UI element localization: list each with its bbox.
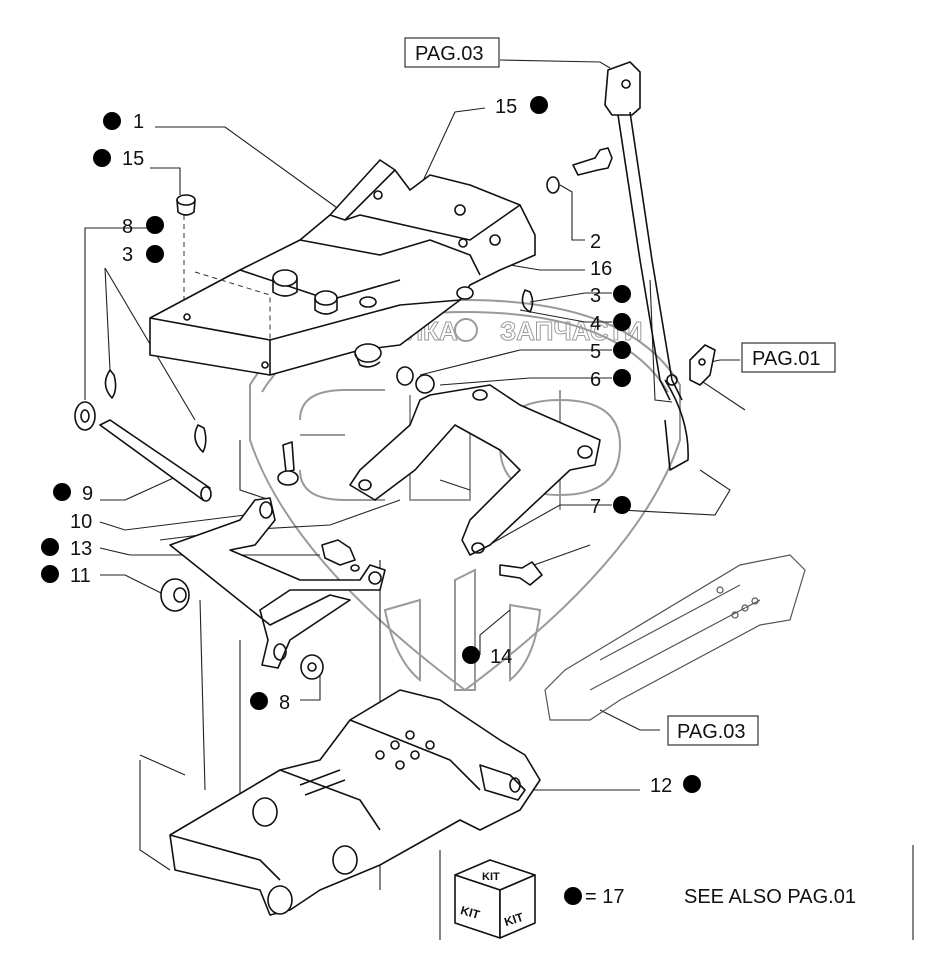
housing-bracket: [149, 159, 536, 376]
lever-pag01: [689, 344, 716, 386]
label-8-top: 8: [122, 216, 133, 238]
dot-6: [613, 369, 631, 387]
frame-12: [169, 689, 541, 916]
dot-7: [613, 496, 631, 514]
dot-8-top: [146, 216, 164, 234]
ref-top[interactable]: PAG.03: [404, 37, 500, 68]
ref-right-label: PAG.01: [752, 348, 821, 370]
leader-lines: [84, 59, 746, 890]
kit-right-label: KIT: [502, 910, 525, 929]
bolt-mid: [277, 441, 299, 486]
label-13: 13: [70, 538, 92, 560]
label-4: 4: [590, 313, 601, 335]
label-15-left: 15: [122, 148, 144, 170]
bolt-14: [499, 561, 543, 586]
label-3-right: 3: [590, 285, 601, 307]
clip-mid: [194, 424, 207, 453]
dot-5: [613, 341, 631, 359]
ref-bottom-label: PAG.03: [677, 721, 746, 743]
dot-3-right: [613, 285, 631, 303]
legend-dot: [564, 887, 582, 905]
label-7: 7: [590, 496, 601, 518]
callouts: 1 15 15 8 3 2 16 3 4 5 6 9 10 13 11 7 14…: [41, 96, 701, 797]
kit-left-label: KIT: [459, 903, 482, 922]
washers-4-5: [396, 366, 435, 394]
legend: KIT KIT KIT = 17 SEE ALSO PAG.01: [439, 845, 914, 940]
label-1: 1: [133, 111, 144, 133]
dot-4: [613, 313, 631, 331]
label-15-right: 15: [495, 96, 517, 118]
washer-8: [300, 654, 324, 680]
dot-8-bottom: [250, 692, 268, 710]
see-also-text: SEE ALSO PAG.01: [684, 886, 856, 908]
dot-11: [41, 565, 59, 583]
bolt-2: [546, 147, 613, 194]
bushing-11: [160, 578, 190, 612]
bolt-13: [321, 539, 360, 572]
dot-1: [103, 112, 121, 130]
ref-top-label: PAG.03: [415, 43, 484, 65]
kit-top-label: KIT: [482, 871, 500, 883]
clip-right: [521, 289, 534, 313]
dot-13: [41, 538, 59, 556]
dot-9: [53, 483, 71, 501]
label-6: 6: [590, 369, 601, 391]
gas-spring: [604, 61, 689, 471]
drawbar-ghost: [544, 554, 806, 721]
label-3-top: 3: [122, 244, 133, 266]
dot-14: [462, 646, 480, 664]
legend-equals-17: = 17: [585, 886, 624, 908]
label-12: 12: [650, 775, 672, 797]
clip-left: [104, 369, 117, 399]
washer-left: [74, 401, 96, 431]
dot-12: [683, 775, 701, 793]
label-16: 16: [590, 258, 612, 280]
kit-box-icon: KIT KIT KIT: [454, 859, 536, 939]
label-10: 10: [70, 511, 92, 533]
label-14: 14: [490, 646, 512, 668]
label-8-bottom: 8: [279, 692, 290, 714]
label-2: 2: [590, 231, 601, 253]
cap-15: [176, 194, 196, 216]
pin-9: [99, 419, 212, 502]
plate-10: [169, 497, 386, 669]
ref-right[interactable]: PAG.01: [741, 342, 836, 373]
label-9: 9: [82, 483, 93, 505]
label-11: 11: [70, 565, 91, 587]
label-5: 5: [590, 341, 601, 363]
linkage-7: [349, 384, 601, 556]
dot-15-left: [93, 149, 111, 167]
dot-15-right: [530, 96, 548, 114]
gear-icon: [454, 318, 478, 342]
dot-3-top: [146, 245, 164, 263]
ref-bottom[interactable]: PAG.03: [667, 715, 759, 746]
